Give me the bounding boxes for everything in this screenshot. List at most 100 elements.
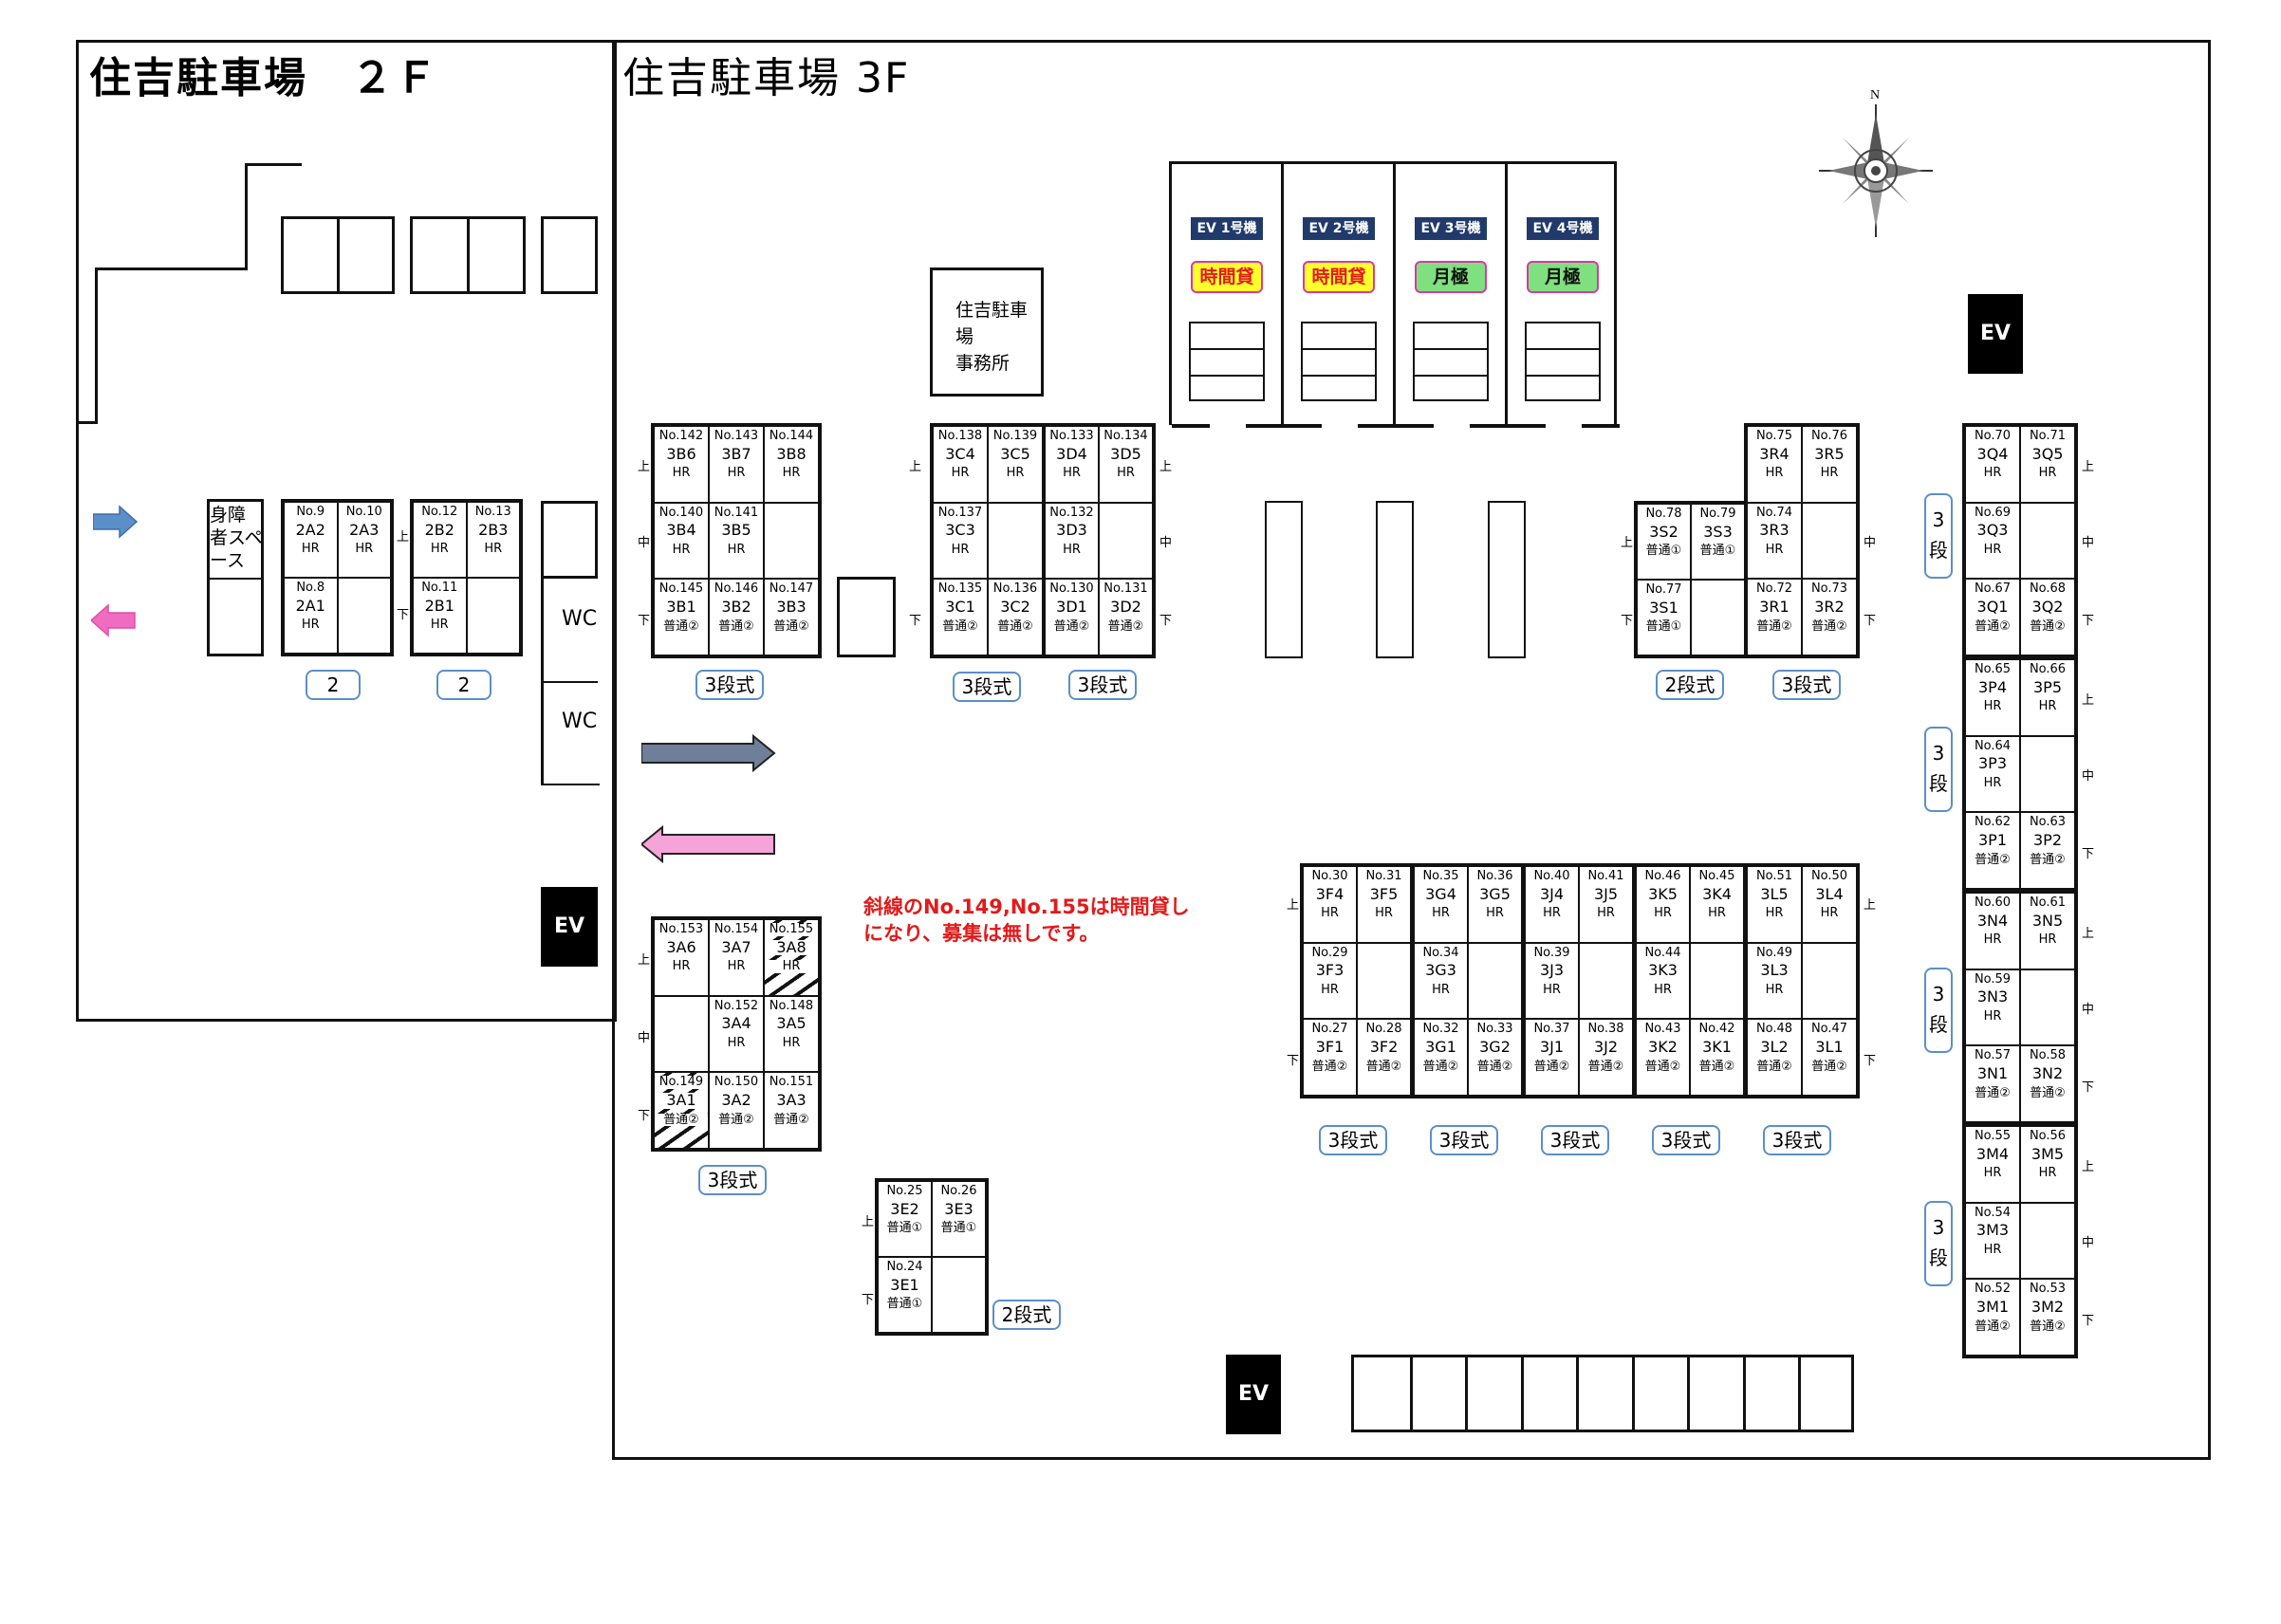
space-type: HR	[727, 543, 746, 558]
space-number: No.42	[1698, 1022, 1735, 1037]
space-code: 3K1	[1702, 1037, 1732, 1056]
space-code: 3S2	[1649, 522, 1678, 541]
tier-tag: 2	[436, 670, 491, 700]
parking-office: 住吉駐車場 事務所	[930, 268, 1044, 397]
space-type: 普通②	[1587, 1059, 1624, 1074]
space-type: 普通②	[1533, 1059, 1570, 1074]
space-type: 普通②	[942, 618, 978, 634]
space-number: No.143	[714, 429, 759, 443]
space-number: No.29	[1311, 945, 1348, 960]
space-type: 普通②	[773, 618, 809, 634]
space-number: No.58	[2029, 1048, 2067, 1063]
empty-space	[1468, 942, 1522, 1020]
space-number: No.28	[1365, 1022, 1402, 1037]
level-marker: 下	[1621, 614, 1634, 628]
space-type: HR	[301, 618, 320, 633]
space-code: 3D2	[1110, 597, 1141, 616]
level-marker: 下	[2082, 1080, 2095, 1095]
space-code: 2A1	[295, 596, 325, 615]
space-code: 3Q3	[1976, 521, 2009, 540]
space-number: No.134	[1103, 429, 1148, 443]
space-code: 3J1	[1539, 1037, 1565, 1056]
level-marker: 上	[1621, 536, 1634, 550]
space-code: 3F4	[1315, 884, 1344, 903]
space-number: No.62	[1974, 815, 2012, 830]
usage-tag: 時間貸	[1191, 261, 1263, 293]
level-marker: 中	[1159, 536, 1173, 550]
space-type: 普通②	[718, 1112, 754, 1127]
space-type: 普通①	[886, 1221, 923, 1236]
level-marker: 下	[2082, 1314, 2095, 1328]
space-number: No.149	[655, 1076, 708, 1089]
space-type: HR	[1375, 906, 1393, 921]
space-type: HR	[2038, 699, 2057, 714]
level-marker: 上	[2082, 1160, 2095, 1174]
space-type: 普通②	[1053, 618, 1090, 634]
space-code: 3M4	[1975, 1144, 2010, 1163]
elevator-label: EV 4号機	[1527, 217, 1599, 240]
space-number: No.140	[658, 505, 704, 520]
space-number: No.52	[1974, 1282, 2012, 1297]
space-type: 普通②	[2030, 618, 2066, 634]
space-code: 3S3	[1703, 522, 1733, 541]
space-type: 普通②	[1756, 1059, 1792, 1074]
space-divider	[1687, 1357, 1690, 1430]
space-code: 3K2	[1648, 1037, 1678, 1056]
level-marker: 下	[2082, 847, 2095, 861]
space-type: 普通②	[1975, 1319, 2011, 1334]
space-code: 3E2	[890, 1199, 919, 1218]
space-number: No.45	[1698, 869, 1735, 883]
space-type: HR	[672, 466, 691, 481]
space-type: 普通②	[1422, 1059, 1459, 1074]
empty-space	[2020, 1202, 2075, 1280]
usage-tag: 時間貸	[1303, 261, 1375, 293]
space-code: 3L4	[1815, 884, 1844, 903]
space-type: HR	[301, 542, 320, 557]
elevator-label: EV 1号機	[1191, 217, 1263, 240]
elevator-door	[1284, 424, 1396, 428]
space-number: No.70	[1974, 429, 2012, 443]
space-type: HR	[1983, 776, 2002, 791]
space-code: 3F1	[1315, 1037, 1344, 1056]
space-type: HR	[1543, 906, 1561, 921]
space-type: HR	[1765, 906, 1784, 921]
empty-space	[932, 1257, 986, 1333]
exit-arrow-icon	[641, 825, 775, 863]
level-marker: 下	[1287, 1054, 1300, 1068]
space-number: No.131	[1103, 581, 1148, 597]
space-type: HR	[1432, 983, 1450, 998]
space-type: HR	[430, 542, 449, 557]
level-marker: 上	[1159, 460, 1173, 474]
space-type: 普通①	[940, 1221, 977, 1236]
space-type: HR	[1321, 906, 1339, 921]
level-marker: 上	[2082, 460, 2095, 474]
level-marker: 下	[2082, 614, 2095, 628]
usage-tag: 月極	[1415, 261, 1487, 293]
space-code: 3J4	[1539, 884, 1565, 903]
space-type: 普通①	[1699, 544, 1736, 559]
elevator-door	[1508, 424, 1620, 428]
space-divider	[337, 216, 340, 294]
space-code: 3B4	[666, 521, 696, 540]
office-label-line1: 住吉駐車場	[955, 300, 1029, 347]
